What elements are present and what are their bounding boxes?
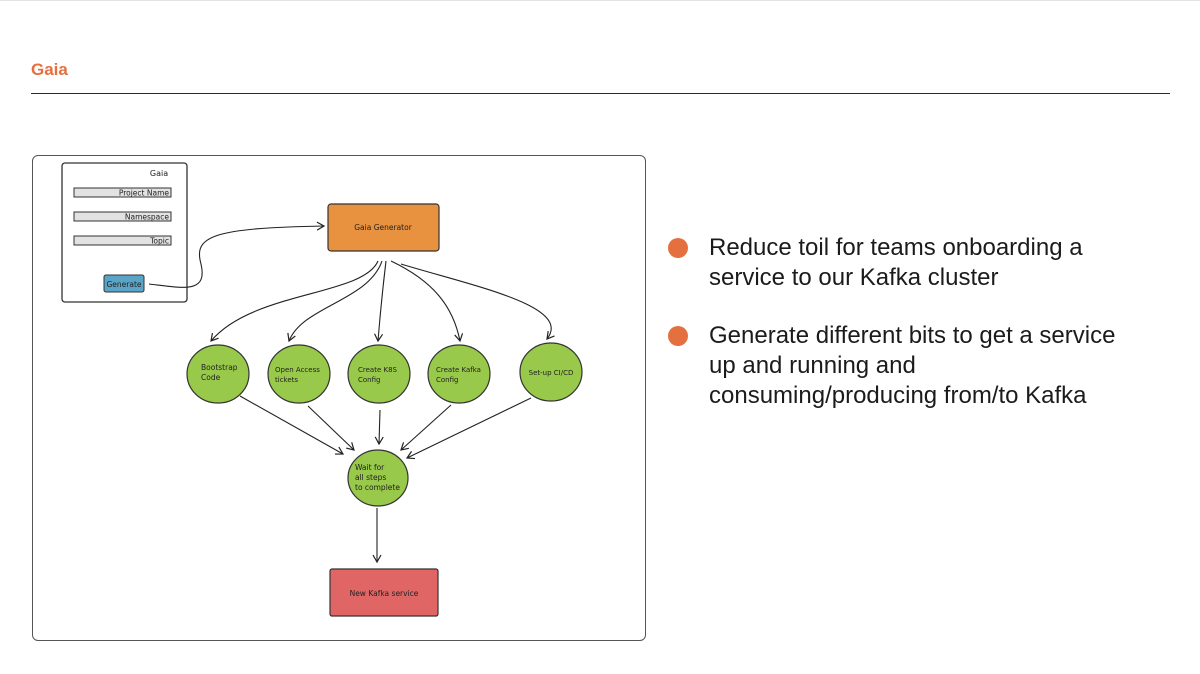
- wait-line1: Wait for: [355, 463, 385, 472]
- wait-all-steps-node: Wait for all steps to complete: [347, 449, 409, 507]
- arrow-generator-to-k8s: [374, 260, 387, 343]
- flow-diagram: Gaia Project Name Namespace Topic Genera…: [61, 162, 583, 617]
- field-label-topic: Topic: [149, 237, 169, 246]
- arrow-generate-to-generator: [148, 221, 326, 288]
- slide-title: Gaia: [31, 60, 68, 79]
- field-project-name[interactable]: [73, 187, 172, 198]
- generate-button[interactable]: [103, 274, 145, 293]
- step-bootstrap-line1: Bootstrap: [201, 363, 238, 372]
- arrow-kafka-to-wait: [400, 404, 452, 451]
- arrow-generator-to-bootstrap: [210, 260, 379, 342]
- flow-arrows: [148, 221, 555, 564]
- bullet-item-1: Reduce toil for teams onboarding a servi…: [668, 233, 1188, 293]
- field-topic[interactable]: [73, 235, 172, 246]
- generate-button-label: Generate: [106, 280, 141, 289]
- step-open-access-line2: tickets: [275, 376, 298, 384]
- step-setup-ci-cd: Set-up CI/CD: [519, 342, 583, 402]
- title-divider: [31, 93, 1170, 94]
- step-open-access-line1: Open Access: [275, 366, 320, 374]
- step-k8s-line1: Create K8S: [358, 366, 398, 374]
- wait-line2: all steps: [355, 473, 386, 482]
- bullet-text-2: Generate different bits to get a service…: [709, 322, 1116, 409]
- arrow-bootstrap-to-wait: [239, 395, 345, 455]
- step-kafka-line1: Create Kafka: [436, 366, 481, 374]
- form-panel: [61, 162, 188, 303]
- gaia-generator-label: Gaia Generator: [354, 223, 412, 232]
- field-namespace[interactable]: [73, 211, 172, 222]
- new-kafka-service-label: New Kafka service: [350, 589, 419, 598]
- new-kafka-service-node: [329, 568, 439, 617]
- field-label-project-name: Project Name: [119, 189, 170, 198]
- top-rule: [0, 0, 1200, 1]
- arrow-generator-to-access: [287, 260, 383, 343]
- arrow-cicd-to-wait: [405, 397, 532, 460]
- wait-line3: to complete: [355, 483, 400, 492]
- diagram-frame: Gaia Project Name Namespace Topic Genera…: [32, 155, 646, 641]
- bullet-list: Reduce toil for teams onboarding a servi…: [668, 233, 1188, 439]
- bullet-dot-icon: [668, 326, 688, 346]
- bullet-text-1: Reduce toil for teams onboarding a servi…: [709, 234, 1083, 291]
- step-open-access-tickets: Open Access tickets: [267, 344, 331, 404]
- form-title: Gaia: [150, 169, 168, 178]
- step-kafka-line2: Config: [436, 376, 458, 384]
- arrow-generator-to-cicd: [400, 263, 555, 340]
- bullet-dot-icon: [668, 238, 688, 258]
- step-bootstrap-code: Bootstrap Code: [186, 344, 250, 404]
- field-label-namespace: Namespace: [125, 213, 170, 222]
- step-k8s-line2: Config: [358, 376, 380, 384]
- bullet-item-2: Generate different bits to get a service…: [668, 321, 1188, 411]
- arrow-generator-to-kafka: [390, 260, 464, 343]
- arrow-k8s-to-wait: [374, 409, 384, 446]
- gaia-generator-node: [327, 203, 440, 252]
- step-create-k8s-config: Create K8S Config: [347, 344, 411, 404]
- step-create-kafka-config: Create Kafka Config: [427, 344, 491, 404]
- step-bootstrap-line2: Code: [201, 373, 221, 382]
- arrow-access-to-wait: [307, 405, 355, 451]
- step-cicd-line1: Set-up CI/CD: [529, 369, 574, 377]
